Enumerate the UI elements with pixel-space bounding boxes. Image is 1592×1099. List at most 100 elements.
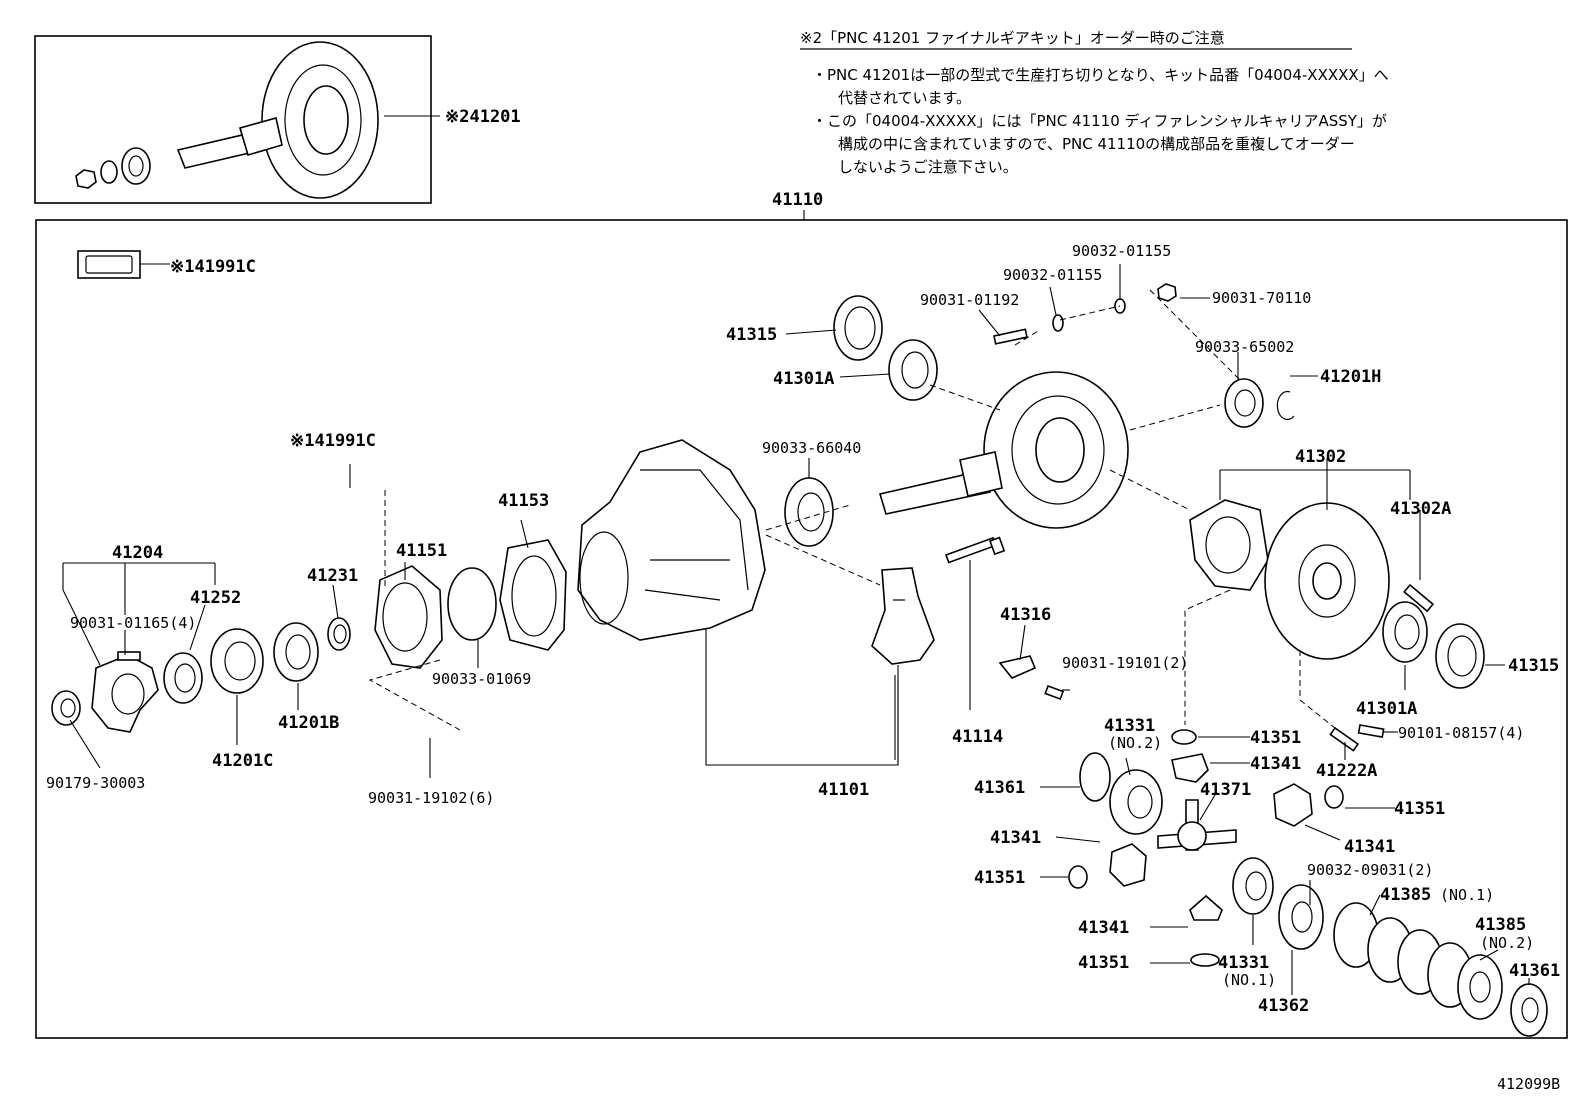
label-41204: 41204 — [112, 543, 163, 563]
diff-case-flange — [1264, 502, 1390, 660]
label-90179-30003: 90179-30003 — [46, 774, 145, 792]
bearing-cap — [871, 567, 935, 665]
note-line-1: ・PNC 41201は一部の型式で生産打ち切りとなり、キット品番「04004-X… — [812, 66, 1389, 84]
label-41302a: 41302A — [1390, 499, 1451, 519]
label-90033-65002: 90033-65002 — [1195, 338, 1294, 356]
label-90031-70110: 90031-70110 — [1212, 289, 1311, 307]
label-41222a: 41222A — [1316, 761, 1377, 781]
label-41331-no2: 41331 — [1104, 716, 1155, 736]
label-41301a-top: 41301A — [773, 369, 834, 389]
label-41385-no1-sub: (NO.1) — [1440, 886, 1494, 904]
gasket-41153 — [499, 539, 567, 651]
label-90101-08157: 90101-08157(4) — [1398, 724, 1524, 742]
bearing-41201b — [273, 622, 319, 682]
thrust-washer-41361-right — [1510, 983, 1548, 1037]
clutch-plates-41385 — [1333, 902, 1503, 1020]
inset-final-gear-kit: ※241201 — [34, 35, 521, 204]
bearing-90033-66040 — [784, 477, 834, 547]
label-90031-19102: 90031-19102(6) — [368, 789, 494, 807]
part-labels: ※141991C ※141991C 41204 41252 90031-0116… — [46, 242, 1560, 1016]
label-41331-no1-sub: (NO.1) — [1222, 971, 1276, 989]
label-41351-a: 41351 — [1250, 728, 1301, 748]
label-141991c-mid: ※141991C — [290, 431, 376, 451]
thrust-washer-41362 — [1278, 884, 1324, 950]
washer-41351-d — [1190, 953, 1220, 967]
bearing-41301a-top — [888, 339, 938, 401]
note-line-4: 構成の中に含まれていますので、PNC 41110の構成部品を重複してオーダー — [838, 135, 1355, 153]
note-line-2: 代替されています。 — [838, 89, 971, 107]
diff-case-half — [1189, 499, 1269, 591]
label-41153: 41153 — [498, 491, 549, 511]
label-41385-no2: 41385 — [1475, 915, 1526, 935]
thrust-washer-41361-left — [1079, 752, 1111, 802]
snap-ring-41201h — [1276, 390, 1295, 421]
bolt-41222a — [1329, 726, 1360, 752]
label-41201b: 41201B — [278, 713, 339, 733]
label-41201c: 41201C — [212, 751, 273, 771]
label-141991c-top: ※141991C — [170, 257, 256, 277]
label-41341-c: 41341 — [1344, 837, 1395, 857]
bearing-cup-41315-right — [1435, 623, 1485, 689]
lock-bolt — [1044, 684, 1065, 701]
label-41315-top: 41315 — [726, 325, 777, 345]
pinion-41341-b — [1273, 783, 1313, 827]
pinion-41341-a — [1171, 753, 1209, 783]
note-line-5: しないようご注意下さい。 — [838, 158, 1018, 176]
pinion-41341-d — [1189, 894, 1223, 921]
label-41151: 41151 — [396, 541, 447, 561]
label-41201h: 41201H — [1320, 367, 1381, 387]
label-90032-09031: 90032-09031(2) — [1307, 861, 1433, 879]
companion-flange — [91, 651, 159, 733]
leader-lines — [62, 263, 1530, 995]
oil-seal — [163, 652, 203, 704]
label-41341-d: 41341 — [1078, 918, 1129, 938]
label-90031-01192: 90031-01192 — [920, 291, 1019, 309]
label-41341-a: 41341 — [1250, 754, 1301, 774]
bolt-90101-08157 — [1357, 724, 1385, 738]
label-41231: 41231 — [307, 566, 358, 586]
label-90033-66040: 90033-66040 — [762, 439, 861, 457]
bolt-41302a — [1403, 583, 1435, 613]
label-41315-right: 41315 — [1508, 656, 1559, 676]
label-90032-01155-b: 90032-01155 — [1003, 266, 1102, 284]
ring-gear-pinion — [878, 371, 1129, 529]
spacer-41231 — [327, 617, 351, 651]
cap-bolt — [944, 536, 1006, 564]
label-90031-01165: 90031-01165(4) — [70, 614, 196, 632]
carrier-housing — [577, 439, 766, 641]
label-41351-c: 41351 — [974, 868, 1025, 888]
label-41362: 41362 — [1258, 996, 1309, 1016]
o-ring — [447, 567, 497, 641]
bearing-41301a-right — [1382, 601, 1428, 663]
label-41351-b: 41351 — [1394, 799, 1445, 819]
label-41361-right: 41361 — [1509, 961, 1560, 981]
retainer-41151 — [374, 565, 443, 669]
nut-90179 — [51, 690, 81, 726]
label-41331-no2-sub: (NO.2) — [1108, 734, 1162, 752]
label-41331-no1: 41331 — [1218, 953, 1269, 973]
side-gear-41331-no2 — [1109, 769, 1163, 835]
washer-41351-b — [1324, 785, 1344, 809]
main-frame — [35, 219, 1568, 1039]
label-41351-d: 41351 — [1078, 953, 1129, 973]
bearing-cup-41315-top — [833, 295, 883, 361]
bolt-90031-01192 — [993, 328, 1028, 345]
label-41114: 41114 — [952, 727, 1003, 747]
label-41385-no1: 41385 — [1380, 885, 1431, 905]
figure-id: 412099B — [1497, 1075, 1560, 1093]
label-90031-19101: 90031-19101(2) — [1062, 654, 1188, 672]
bearing-90033-65002 — [1224, 378, 1264, 428]
washer-41351-c — [1068, 865, 1088, 889]
assembly-lines — [368, 289, 1336, 731]
lock-plate — [998, 655, 1037, 679]
label-41301a-right: 41301A — [1356, 699, 1417, 719]
label-41385-no2-sub: (NO.2) — [1480, 934, 1534, 952]
label-41101: 41101 — [818, 780, 869, 800]
label-41252: 41252 — [190, 588, 241, 608]
label-90032-01155-a: 90032-01155 — [1072, 242, 1171, 260]
order-note: ※2「PNC 41201 ファイナルギアキット」オーダー時のご注意 ・PNC 4… — [800, 29, 1389, 176]
note-line-3: ・この「04004-XXXXX」には「PNC 41110 ディファレンシャルキャ… — [812, 112, 1387, 130]
label-90033-01069: 90033-01069 — [432, 670, 531, 688]
bearing-41201c — [210, 628, 264, 694]
